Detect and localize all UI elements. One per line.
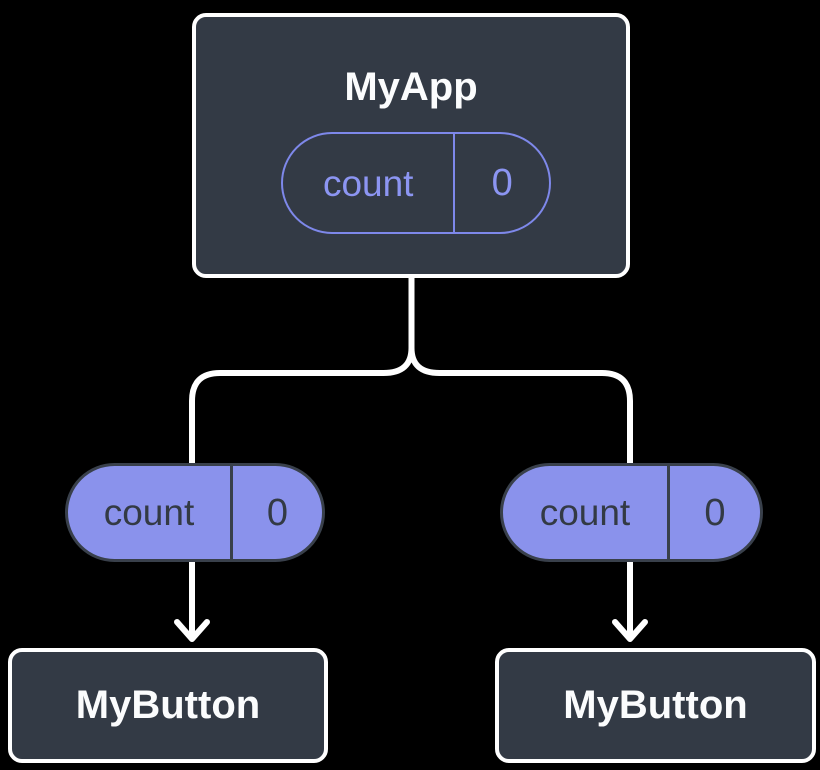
branch-line-left xyxy=(189,273,415,469)
root-component-title: MyApp xyxy=(344,65,478,109)
right-child-component-node: MyButton xyxy=(495,648,816,763)
state-pill-label: count xyxy=(322,162,414,204)
right-prop-pill-label: count xyxy=(539,492,631,533)
state-pill-value: 0 xyxy=(491,162,513,204)
right-prop-pill-value: 0 xyxy=(704,491,726,534)
arrow-left-head xyxy=(174,619,210,642)
root-component-node: MyApp count 0 xyxy=(192,13,630,278)
root-state-pill: count 0 xyxy=(281,132,551,234)
left-prop-pill: count 0 xyxy=(65,463,325,562)
left-prop-pill-value: 0 xyxy=(266,491,289,534)
left-prop-pill-label: count xyxy=(103,492,195,533)
right-prop-pill: count 0 xyxy=(500,463,763,562)
branch-line-right xyxy=(408,273,633,469)
left-prop-pill-divider xyxy=(230,466,233,559)
left-child-component-node: MyButton xyxy=(8,648,328,763)
arrow-right-head xyxy=(612,619,648,642)
right-prop-pill-divider xyxy=(666,466,670,559)
state-pill-divider xyxy=(453,134,456,232)
